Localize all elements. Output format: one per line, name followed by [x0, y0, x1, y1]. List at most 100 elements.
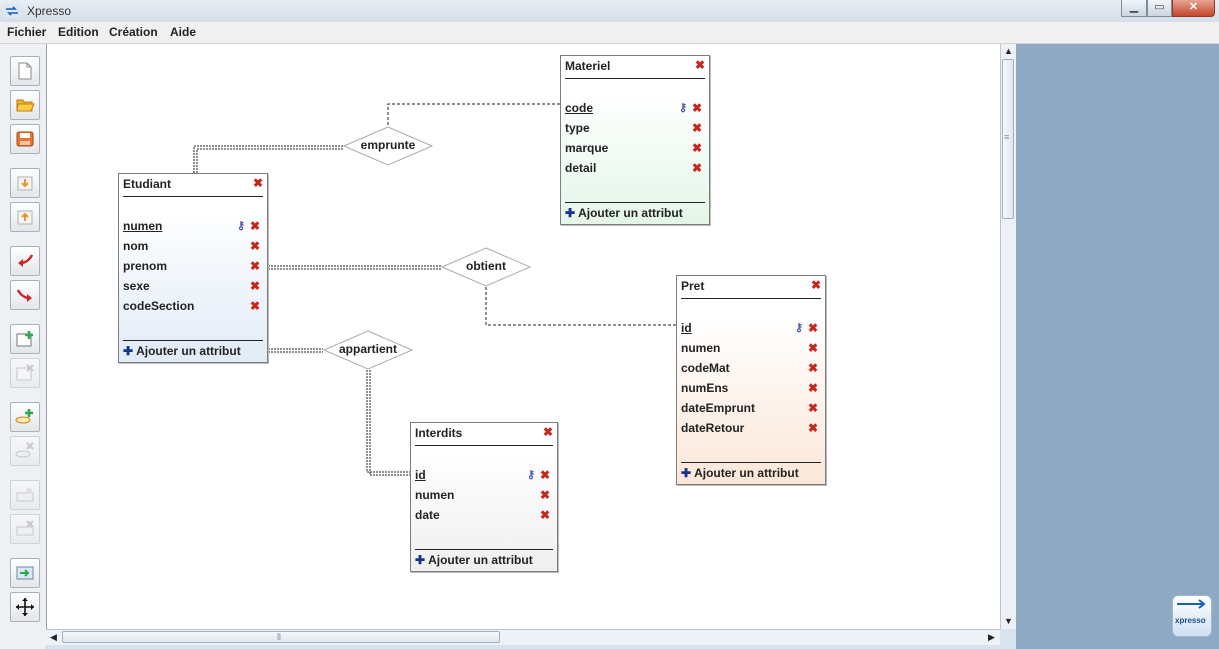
attribute-row[interactable]: date ✖: [415, 508, 551, 524]
add-attribute-button[interactable]: ✚Ajouter un attribut: [565, 206, 683, 220]
scroll-right-icon[interactable]: ▶: [988, 632, 995, 642]
add-relation-button[interactable]: [10, 402, 40, 432]
redo-button[interactable]: [10, 280, 40, 310]
menu-creation[interactable]: Création: [109, 25, 158, 39]
delete-attribute-icon[interactable]: ✖: [692, 161, 703, 175]
close-button[interactable]: ✕: [1172, 0, 1215, 17]
attribute-row[interactable]: dateEmprunt✖: [681, 401, 819, 417]
attribute-row[interactable]: detail✖: [565, 161, 703, 177]
attribute-row[interactable]: type ✖: [565, 121, 703, 137]
divider: [681, 462, 821, 463]
connector-obtient-pret: [485, 287, 677, 326]
attribute-row[interactable]: codeSection✖: [123, 299, 261, 315]
divider: [123, 340, 263, 341]
entity-etudiant[interactable]: Etudiant ✖ numen⚷✖ nom✖ prenom✖ sexe✖ co…: [118, 173, 268, 363]
save-icon: [16, 131, 34, 147]
diagram-canvas[interactable]: emprunte obtient appartient Materiel ✖ c…: [46, 44, 1001, 629]
save-button[interactable]: [10, 124, 40, 154]
undo-button[interactable]: [10, 246, 40, 276]
attribute-row[interactable]: numen ✖: [681, 341, 819, 357]
delete-entity-icon[interactable]: ✖: [810, 278, 821, 292]
attribute-name: id: [415, 468, 426, 482]
new-button[interactable]: [10, 56, 40, 86]
add-link-button[interactable]: [10, 480, 40, 510]
delete-attribute-icon[interactable]: ✖: [808, 421, 819, 435]
relation-appartient[interactable]: appartient: [323, 330, 413, 370]
delete-entity-icon[interactable]: ✖: [542, 425, 553, 439]
entity-interdits[interactable]: Interdits ✖ id⚷✖ numen✖ date✖ ✚Ajouter u…: [410, 422, 558, 572]
attribute-name: numen: [681, 341, 721, 355]
attribute-name: code: [565, 101, 594, 115]
delete-entity-button[interactable]: [10, 358, 40, 388]
attribute-row[interactable]: code ⚷✖: [565, 101, 703, 117]
move-icon: [16, 598, 34, 616]
plus-icon: ✚: [681, 466, 692, 480]
attribute-row[interactable]: prenom✖: [123, 259, 261, 275]
delete-attribute-icon[interactable]: ✖: [808, 401, 819, 415]
entity-title: Etudiant: [123, 177, 171, 191]
menu-aide[interactable]: Aide: [170, 25, 197, 39]
delete-attribute-icon[interactable]: ✖: [250, 279, 261, 293]
add-attribute-label: Ajouter un attribut: [578, 206, 683, 220]
attribute-row[interactable]: dateRetour✖: [681, 421, 819, 437]
export-button[interactable]: [10, 202, 40, 232]
attribute-name: date: [415, 508, 440, 522]
delete-attribute-icon[interactable]: ✖: [540, 468, 551, 482]
attribute-name: marque: [565, 141, 609, 155]
delete-attribute-icon[interactable]: ✖: [250, 219, 261, 233]
attribute-row[interactable]: codeMat✖: [681, 361, 819, 377]
import-button[interactable]: [10, 168, 40, 198]
attribute-row[interactable]: marque ✖: [565, 141, 703, 157]
entity-materiel[interactable]: Materiel ✖ code ⚷✖ type✖ marque✖ detail✖…: [560, 55, 710, 225]
delete-attribute-icon[interactable]: ✖: [808, 361, 819, 375]
delete-attribute-icon[interactable]: ✖: [250, 259, 261, 273]
vertical-scroll-thumb[interactable]: ≡: [1002, 59, 1014, 219]
menu-fichier[interactable]: Fichier: [7, 25, 47, 39]
delete-attribute-icon[interactable]: ✖: [540, 488, 551, 502]
attribute-name: type: [565, 121, 590, 135]
attribute-row[interactable]: nom✖: [123, 239, 261, 255]
delete-entity-icon[interactable]: ✖: [252, 176, 263, 190]
relation-obtient[interactable]: obtient: [441, 247, 531, 287]
scroll-down-icon[interactable]: ▼: [1004, 616, 1013, 626]
attribute-row[interactable]: id⚷✖: [415, 468, 551, 484]
generate-button[interactable]: [10, 558, 40, 588]
delete-attribute-icon[interactable]: ✖: [692, 121, 703, 135]
scroll-up-icon[interactable]: ▲: [1004, 46, 1013, 56]
attribute-row[interactable]: numen⚷✖: [123, 219, 261, 235]
delete-attribute-icon[interactable]: ✖: [808, 321, 819, 335]
menu-edition[interactable]: Edition: [58, 25, 99, 39]
horizontal-scroll-thumb[interactable]: ⦀: [62, 631, 500, 643]
horizontal-scrollbar[interactable]: ◀ ⦀ ▶: [46, 629, 1000, 645]
vertical-scrollbar[interactable]: ▲ ≡ ▼: [1000, 44, 1016, 629]
maximize-button[interactable]: ▭: [1147, 0, 1172, 17]
attribute-row[interactable]: numEns✖: [681, 381, 819, 397]
delete-attribute-icon[interactable]: ✖: [808, 341, 819, 355]
attribute-row[interactable]: sexe✖: [123, 279, 261, 295]
delete-attribute-icon[interactable]: ✖: [808, 381, 819, 395]
open-button[interactable]: [10, 90, 40, 120]
delete-attribute-icon[interactable]: ✖: [692, 141, 703, 155]
add-entity-button[interactable]: [10, 324, 40, 354]
move-button[interactable]: [10, 592, 40, 622]
delete-attribute-icon[interactable]: ✖: [250, 299, 261, 313]
delete-entity-icon[interactable]: ✖: [694, 58, 705, 72]
delete-relation-button[interactable]: [10, 436, 40, 466]
delete-attribute-icon[interactable]: ✖: [540, 508, 551, 522]
entity-pret[interactable]: Pret ✖ id⚷✖ numen✖ codeMat✖ numEns✖ date…: [676, 275, 826, 485]
delete-attribute-icon[interactable]: ✖: [250, 239, 261, 253]
delete-link-button[interactable]: [10, 514, 40, 544]
attribute-row[interactable]: numen✖: [415, 488, 551, 504]
delete-attribute-icon[interactable]: ✖: [692, 101, 703, 115]
add-attribute-button[interactable]: ✚Ajouter un attribut: [415, 553, 533, 567]
key-icon: ⚷: [795, 322, 804, 334]
plus-icon: ✚: [565, 206, 576, 220]
add-attribute-button[interactable]: ✚Ajouter un attribut: [123, 344, 241, 358]
scroll-left-icon[interactable]: ◀: [50, 632, 57, 642]
window-title: Xpresso: [27, 4, 72, 18]
attribute-row[interactable]: id⚷✖: [681, 321, 819, 337]
minimize-button[interactable]: ▁: [1121, 0, 1147, 17]
add-attribute-button[interactable]: ✚Ajouter un attribut: [681, 466, 799, 480]
relation-emprunte[interactable]: emprunte: [343, 126, 433, 166]
new-document-icon: [18, 62, 32, 80]
